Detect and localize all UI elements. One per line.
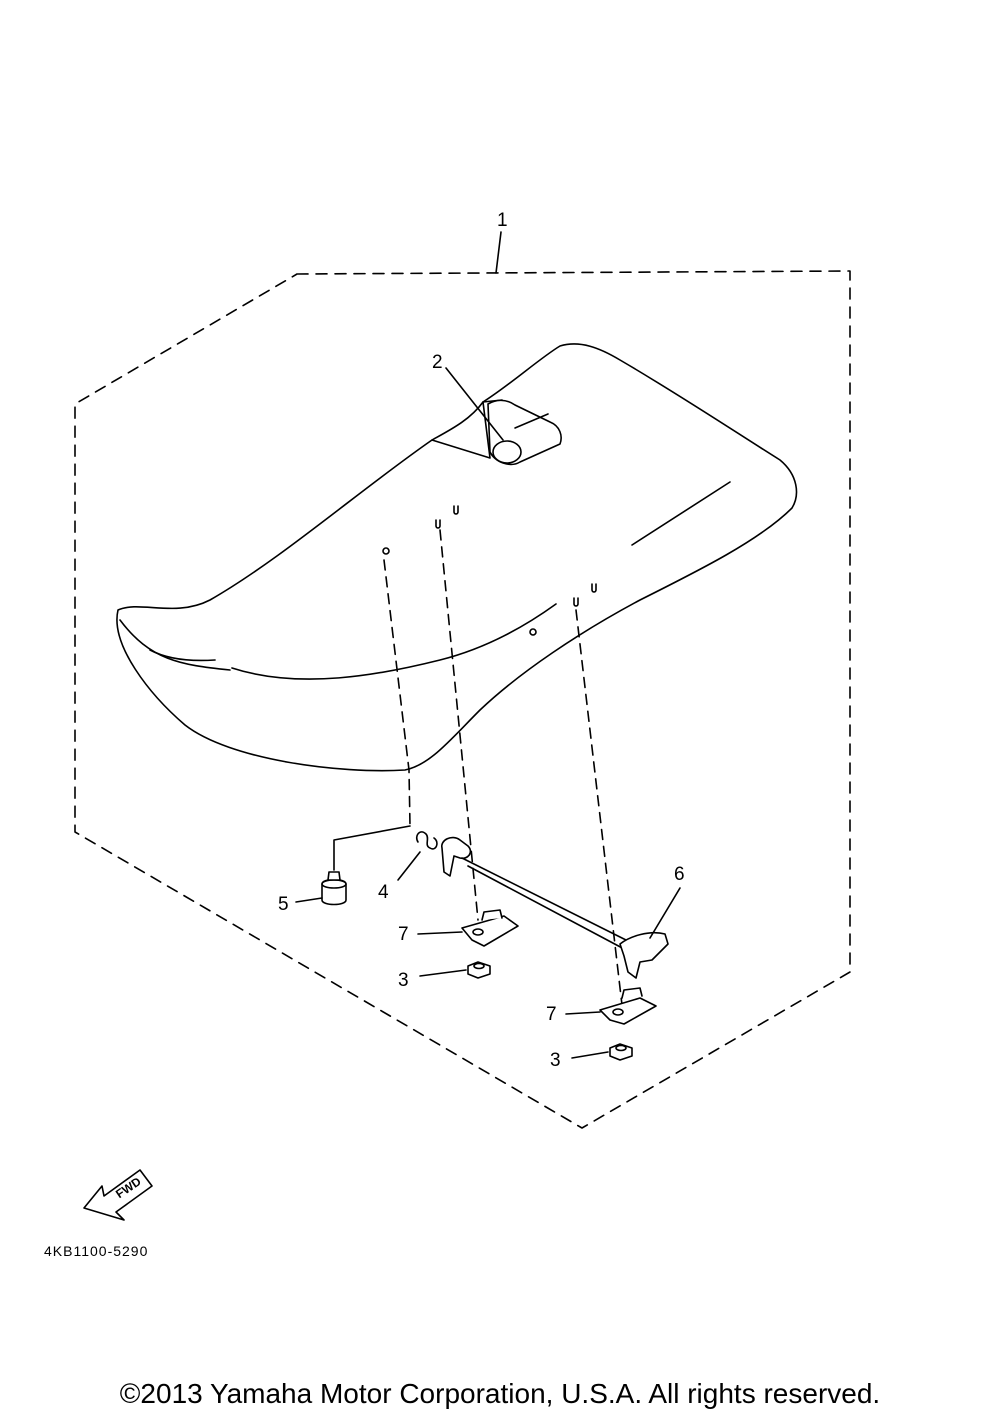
leader-1 xyxy=(495,231,502,274)
seat xyxy=(116,343,798,772)
nut-rear xyxy=(609,1043,633,1061)
seat-lock xyxy=(441,836,669,979)
leader-3b xyxy=(571,1051,609,1059)
mount-line-damper xyxy=(383,559,411,827)
callout-7b: 7 xyxy=(546,1004,557,1025)
callout-3b: 3 xyxy=(550,1050,561,1071)
spring-clip xyxy=(415,831,438,850)
callout-4: 4 xyxy=(378,882,389,903)
mount-line-front xyxy=(439,529,479,921)
copyright-notice: ©2013 Yamaha Motor Corporation, U.S.A. A… xyxy=(119,1378,881,1409)
leader-2 xyxy=(445,367,504,441)
leader-6 xyxy=(649,887,681,939)
leader-7b xyxy=(565,1011,601,1015)
leader-3a xyxy=(419,969,467,977)
assembly-boundary xyxy=(74,270,851,1129)
seat-strap xyxy=(487,399,562,466)
bracket-rear xyxy=(599,987,657,1025)
callout-7a: 7 xyxy=(398,924,409,945)
damper-leader xyxy=(333,825,411,871)
callout-1: 1 xyxy=(497,210,508,231)
nut-front xyxy=(467,961,491,979)
callout-5: 5 xyxy=(278,894,289,915)
callout-6: 6 xyxy=(674,864,685,885)
damper xyxy=(321,871,347,906)
leader-4 xyxy=(397,851,421,881)
callout-3a: 3 xyxy=(398,970,409,991)
bracket-front xyxy=(461,909,519,947)
callout-2: 2 xyxy=(432,352,443,373)
mount-line-rear xyxy=(575,609,623,1006)
diagram-code: 4KB1100-5290 xyxy=(44,1243,148,1259)
leader-7a xyxy=(417,931,463,935)
fwd-arrow-icon xyxy=(83,1169,153,1221)
leader-5 xyxy=(295,897,323,903)
